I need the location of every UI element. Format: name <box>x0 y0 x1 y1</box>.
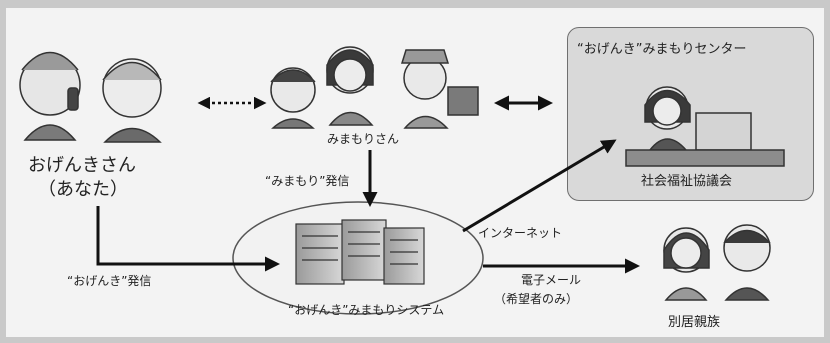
family-members-icon <box>663 224 771 301</box>
family-label: 別居親族 <box>668 315 721 330</box>
elderly-couple-icon <box>19 51 162 143</box>
helpers-group-icon <box>270 46 479 129</box>
center-org-label: 社会福祉協議会 <box>641 174 733 189</box>
edge-system-center <box>462 139 617 233</box>
edge-ogenki-system <box>96 206 280 272</box>
email-label: 電子メール <box>521 273 582 287</box>
system-label: “おげんき”みまもりシステム <box>288 303 445 317</box>
server-buildings-icon <box>295 219 425 285</box>
ogenki-label-line1: おげんきさん <box>28 155 136 176</box>
ogenki-send-label: “おげんき”発信 <box>67 274 152 288</box>
mimamori-send-label: “みまもり”発信 <box>265 174 350 188</box>
operator-at-computer-icon <box>625 86 785 167</box>
email-note-label: （希望者のみ） <box>494 292 579 306</box>
center-title: “おげんき”みまもりセンター <box>577 42 747 57</box>
ogenki-label-line2: （あなた） <box>38 179 128 200</box>
edges <box>96 95 640 274</box>
internet-label: インターネット <box>478 226 563 240</box>
mimamori-san-label: みまもりさん <box>327 132 400 146</box>
